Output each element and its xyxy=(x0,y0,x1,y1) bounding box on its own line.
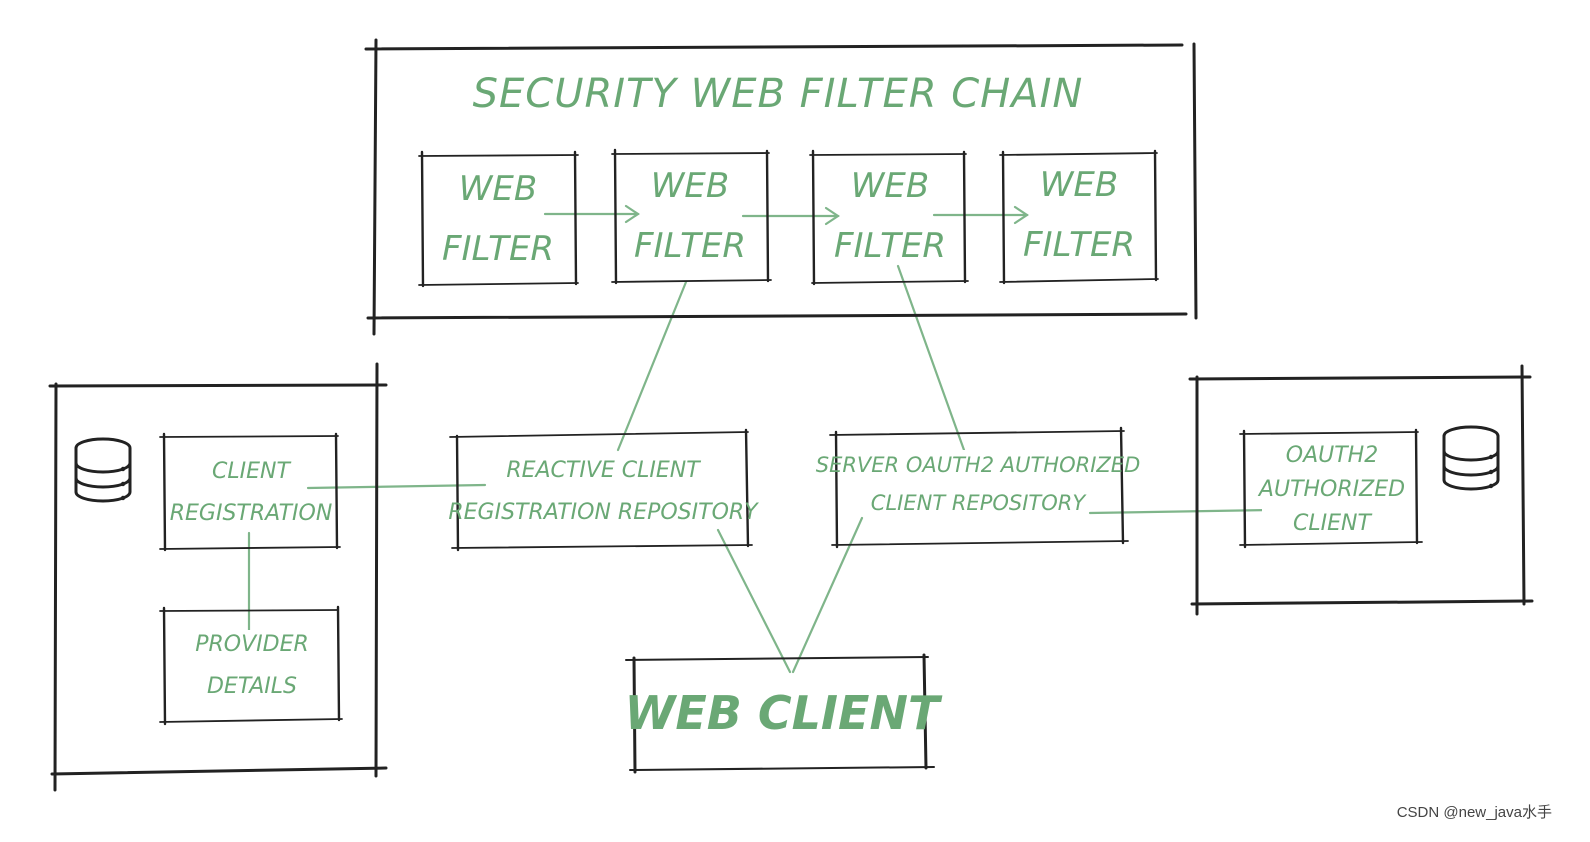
link-filter-to-server-repo xyxy=(896,264,966,452)
web-filter-1-line2: FILTER xyxy=(442,229,554,269)
authorized-client-box: OAUTH2 AUTHORIZED CLIENT xyxy=(1239,428,1423,549)
server-repository-line1: SERVER OAUTH2 AUTHORIZED xyxy=(816,453,1141,477)
authorized-client-line1: OAUTH2 xyxy=(1286,443,1378,468)
filter-arrow-2 xyxy=(741,206,840,226)
web-filter-4: WEB FILTER xyxy=(999,149,1159,285)
web-filter-3-line2: FILTER xyxy=(834,226,946,266)
web-filter-3-line1: WEB xyxy=(851,166,929,206)
reactive-repository-line1: REACTIVE CLIENT xyxy=(506,458,701,483)
database-icon xyxy=(74,437,132,503)
reactive-repository-box: REACTIVE CLIENT REGISTRATION REPOSITORY xyxy=(448,428,759,552)
web-filter-2: WEB FILTER xyxy=(611,148,772,285)
web-client-box: WEB CLIENT xyxy=(625,653,943,774)
server-repository-box: SERVER OAUTH2 AUTHORIZED CLIENT REPOSITO… xyxy=(816,426,1141,549)
link-server-repo-to-web-client xyxy=(791,516,864,674)
web-client-label: WEB CLIENT xyxy=(625,686,943,740)
server-repository-line2: CLIENT REPOSITORY xyxy=(871,491,1088,515)
filter-chain-container: SECURITY WEB FILTER CHAIN xyxy=(364,38,1198,336)
filter-arrow-1 xyxy=(543,204,640,224)
web-filter-2-line1: WEB xyxy=(651,166,729,206)
connectors xyxy=(247,204,1272,674)
web-filter-3: WEB FILTER xyxy=(809,149,969,286)
web-filter-1: WEB FILTER xyxy=(418,150,579,288)
authorized-client-line3: CLIENT xyxy=(1293,511,1372,536)
provider-details-line1: PROVIDER xyxy=(195,632,309,657)
filter-chain-title: SECURITY WEB FILTER CHAIN xyxy=(473,71,1084,117)
provider-details-box: PROVIDER DETAILS xyxy=(159,605,343,726)
web-filter-4-line1: WEB xyxy=(1040,165,1118,205)
link-server-repo-to-authorized-client xyxy=(1088,508,1272,515)
left-panel: CLIENT REGISTRATION PROVIDER DETAILS xyxy=(48,362,388,792)
database-icon xyxy=(1442,425,1500,491)
reactive-repository-line2: REGISTRATION REPOSITORY xyxy=(448,500,759,525)
link-filter-to-reactive-repo xyxy=(616,280,688,452)
client-registration-line2: REGISTRATION xyxy=(170,501,333,526)
client-registration-box: CLIENT REGISTRATION xyxy=(159,432,341,552)
watermark: CSDN @new_java水手 xyxy=(1397,804,1552,821)
web-filter-2-line2: FILTER xyxy=(634,226,746,266)
filter-arrow-3 xyxy=(932,205,1029,225)
authorized-client-line2: AUTHORIZED xyxy=(1257,477,1405,502)
right-panel: OAUTH2 AUTHORIZED CLIENT xyxy=(1188,364,1534,616)
link-reactive-repo-to-web-client xyxy=(716,528,792,674)
provider-details-line2: DETAILS xyxy=(207,674,297,699)
web-filter-1-line1: WEB xyxy=(459,169,537,209)
web-filter-4-line2: FILTER xyxy=(1023,225,1135,265)
client-registration-line1: CLIENT xyxy=(212,459,291,484)
